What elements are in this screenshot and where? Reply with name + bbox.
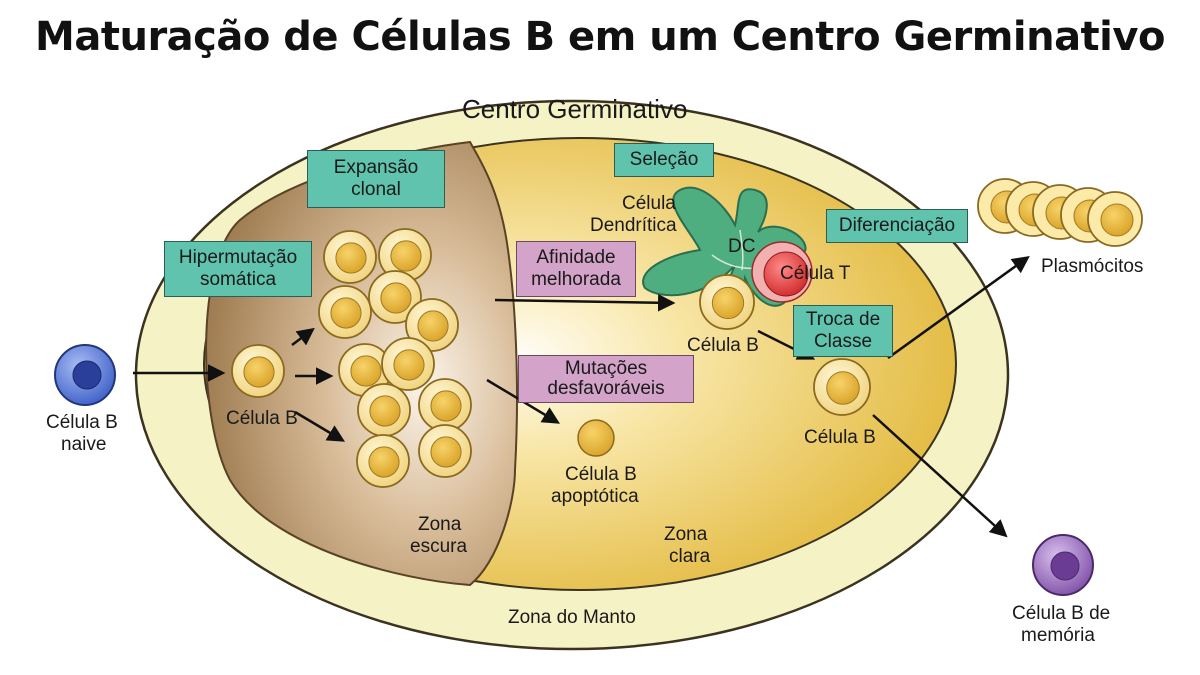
class-switch-line-1: Troca de bbox=[805, 309, 881, 330]
clonal-expansion-line-1: Expansão bbox=[333, 157, 419, 178]
arrow-expansion-up bbox=[291, 327, 315, 346]
naive-b-label-1: Célula B bbox=[46, 412, 118, 433]
arrows bbox=[133, 255, 1030, 538]
selection-label: Seleção bbox=[629, 149, 699, 170]
mutations-line-1: Mutações bbox=[564, 358, 648, 379]
dark-zone-b-cell bbox=[418, 424, 472, 478]
dark-zone-b-cell bbox=[231, 344, 285, 398]
apoptotic-label-1: Célula B bbox=[565, 464, 637, 485]
dark-zone-cells bbox=[231, 228, 472, 488]
dendritic-label-2: Dendrítica bbox=[590, 215, 677, 236]
arrow-memory bbox=[872, 414, 1008, 538]
dendritic-label-1: Célula bbox=[622, 193, 676, 214]
dc-label: DC bbox=[728, 236, 756, 257]
differentiation-box: Diferenciação bbox=[826, 209, 968, 243]
dark-zone-b-cell bbox=[356, 434, 410, 488]
naive-b-label-2: naive bbox=[61, 434, 107, 455]
arrow-plasma bbox=[887, 255, 1030, 360]
differentiation-label: Diferenciação bbox=[838, 215, 956, 236]
t-cell-label: Célula T bbox=[780, 263, 851, 284]
dark-zone-b-cell bbox=[338, 343, 392, 397]
t-cell bbox=[751, 241, 813, 303]
clonal-expansion-line-2: clonal bbox=[351, 179, 401, 200]
dark-zone-b-cell bbox=[405, 298, 459, 352]
memory-label-1: Célula B de bbox=[1012, 603, 1111, 624]
plasma-cell bbox=[1087, 191, 1143, 247]
arrow-expansion-down bbox=[294, 410, 346, 442]
b-cell-selected bbox=[699, 274, 755, 330]
b-cell-dark-label: Célula B bbox=[226, 408, 298, 429]
selected-b-cell bbox=[699, 274, 755, 330]
dark-zone-b-cell bbox=[368, 270, 422, 324]
affinity-line-2: melhorada bbox=[531, 269, 621, 290]
b-cell-class-switched bbox=[813, 358, 871, 416]
somatic-hypermutation-box: Hipermutação somática bbox=[164, 241, 312, 297]
hypermutation-line-1: Hipermutação bbox=[178, 247, 298, 268]
dark-zone-label-1: Zona bbox=[418, 514, 462, 535]
dark-zone-b-cell bbox=[418, 378, 472, 432]
affinity-line-1: Afinidade bbox=[536, 247, 616, 268]
dark-zone-b-cell bbox=[381, 337, 435, 391]
improved-affinity-box: Afinidade melhorada bbox=[516, 241, 636, 297]
memory-label-2: memória bbox=[1021, 625, 1095, 646]
dark-zone-label-2: escura bbox=[410, 536, 468, 557]
clonal-expansion-box: Expansão clonal bbox=[307, 150, 445, 208]
page-title: Maturação de Células B em um Centro Germ… bbox=[35, 14, 1165, 60]
apoptotic-b-cell bbox=[577, 419, 615, 457]
dark-zone-b-cell bbox=[318, 285, 372, 339]
light-zone-label-2: clara bbox=[669, 546, 711, 567]
light-zone-label-1: Zona bbox=[664, 524, 708, 545]
b-cell-selected-label: Célula B bbox=[687, 335, 759, 356]
memory-b-cell bbox=[1032, 534, 1094, 596]
selection-box: Seleção bbox=[614, 143, 714, 177]
apoptotic-label-2: apoptótica bbox=[551, 486, 639, 507]
mantle-zone-label: Zona do Manto bbox=[508, 607, 636, 628]
dark-zone-b-cell bbox=[357, 383, 411, 437]
mutations-line-2: desfavoráveis bbox=[547, 378, 665, 399]
class-switched-b-cell bbox=[813, 358, 871, 416]
germinal-center-label: Centro Germinativo bbox=[462, 94, 688, 124]
b-cell-class-label: Célula B bbox=[804, 427, 876, 448]
plasma-label: Plasmócitos bbox=[1041, 256, 1144, 277]
hypermutation-line-2: somática bbox=[199, 269, 277, 290]
dark-zone-b-cell bbox=[323, 230, 377, 284]
arrow-affinity bbox=[494, 294, 676, 312]
dark-zone-b-cell bbox=[378, 228, 432, 282]
unfavorable-mutations-box: Mutações desfavoráveis bbox=[518, 355, 694, 403]
class-switch-box: Troca de Classe bbox=[793, 305, 893, 357]
class-switch-line-2: Classe bbox=[813, 331, 873, 352]
naive-b-cell bbox=[54, 344, 116, 406]
plasma-cells bbox=[977, 178, 1143, 247]
